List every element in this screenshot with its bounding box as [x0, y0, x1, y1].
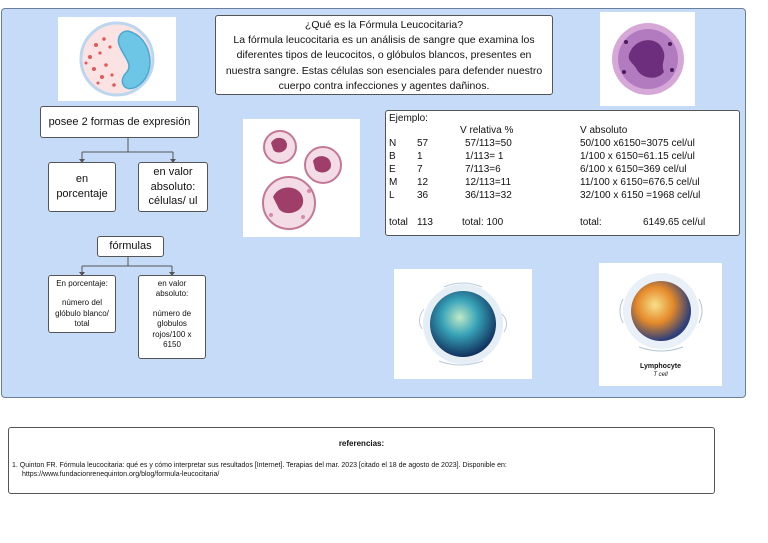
- formula-absolute-box: en valor absoluto: número de globulos ro…: [138, 275, 206, 359]
- forms-absolute-box: en valor absoluto: células/ ul: [138, 162, 208, 212]
- row-count: 1: [417, 151, 423, 162]
- example-total-label: total: [389, 217, 408, 228]
- formula-absolute-body: número de globulos rojos/100 x 6150: [152, 308, 192, 349]
- forms-absolute-label: en valor absoluto: células/ ul: [148, 165, 198, 208]
- lymphocyte-label: Lymphocyte: [640, 363, 681, 370]
- reference-entry: 1. Quinton FR. Fórmula leucocitaria: qué…: [12, 461, 710, 479]
- eosinophil-cells-image: [243, 119, 360, 237]
- formula-percentage-title: En porcentaje:: [56, 279, 108, 288]
- row-absolute: 11/100 x 6150=676.5 cel/ul: [580, 177, 700, 188]
- lymphocyte-image: Lymphocyte T cell: [599, 263, 722, 386]
- example-total-absolute: 6149.65 cel/ul: [643, 217, 706, 228]
- row-code: B: [389, 151, 396, 162]
- row-code: L: [389, 190, 395, 201]
- reference-url[interactable]: https://www.fundacionrenequinton.org/blo…: [22, 471, 220, 479]
- lymphocyte-sublabel: T cell: [653, 372, 668, 378]
- row-absolute: 50/100 x6150=3075 cel/ul: [580, 138, 695, 149]
- formulas-root-box: fórmulas: [97, 236, 164, 257]
- example-total-absolute-label: total:: [580, 217, 602, 228]
- row-count: 57: [417, 138, 429, 149]
- example-total-relative: total: 100: [462, 217, 504, 228]
- row-count: 12: [417, 177, 429, 188]
- title-box: ¿Qué es la Fórmula Leucocitaria? La fórm…: [215, 15, 553, 95]
- title-question: ¿Qué es la Fórmula Leucocitaria?: [304, 19, 464, 31]
- neutrophil-cartoon-image: [58, 17, 176, 101]
- white-blood-cell-3d-image: [394, 269, 532, 379]
- formula-percentage-body: número del glóbulo blanco/ total: [55, 298, 109, 329]
- row-relative: 7/113=6: [465, 164, 501, 175]
- forms-root-label: posee 2 formas de expresión: [48, 115, 191, 128]
- example-heading: Ejemplo:: [389, 113, 428, 124]
- row-count: 36: [417, 190, 429, 201]
- formulas-root-label: fórmulas: [109, 240, 152, 253]
- title-body: La fórmula leucocitaria es un análisis d…: [225, 34, 543, 92]
- row-relative: 36/113=32: [465, 190, 512, 201]
- forms-percentage-box: en porcentaje: [48, 162, 116, 212]
- row-count: 7: [417, 164, 423, 175]
- example-col-absolute: V absoluto: [580, 125, 628, 136]
- row-relative: 57/113=50: [465, 138, 512, 149]
- references-box: referencias: 1. Quinton FR. Fórmula leuc…: [8, 427, 715, 494]
- example-total-count: 113: [417, 217, 433, 228]
- formula-absolute-title: en valor absoluto:: [155, 279, 189, 299]
- example-col-relative: V relativa %: [460, 125, 514, 136]
- row-code: M: [389, 177, 398, 188]
- reference-entry-text: 1. Quinton FR. Fórmula leucocitaria: qué…: [12, 462, 507, 469]
- row-relative: 1/113= 1: [465, 151, 504, 162]
- forms-percentage-label: en porcentaje: [56, 173, 108, 200]
- basophil-image: [600, 12, 695, 106]
- forms-root-box: posee 2 formas de expresión: [40, 106, 199, 138]
- formula-percentage-box: En porcentaje: número del glóbulo blanco…: [48, 275, 116, 333]
- example-box: Ejemplo: V relativa % V absoluto N 57 57…: [385, 110, 740, 236]
- references-heading: referencias:: [338, 439, 385, 448]
- row-absolute: 6/100 x 6150=369 cel/ul: [580, 164, 687, 175]
- row-absolute: 1/100 x 6150=61.15 cel/ul: [580, 151, 695, 162]
- row-relative: 12/113=11: [465, 177, 512, 188]
- row-code: N: [389, 138, 397, 149]
- row-code: E: [389, 164, 396, 175]
- row-absolute: 32/100 x 6150 =1968 cel/ul: [580, 190, 701, 201]
